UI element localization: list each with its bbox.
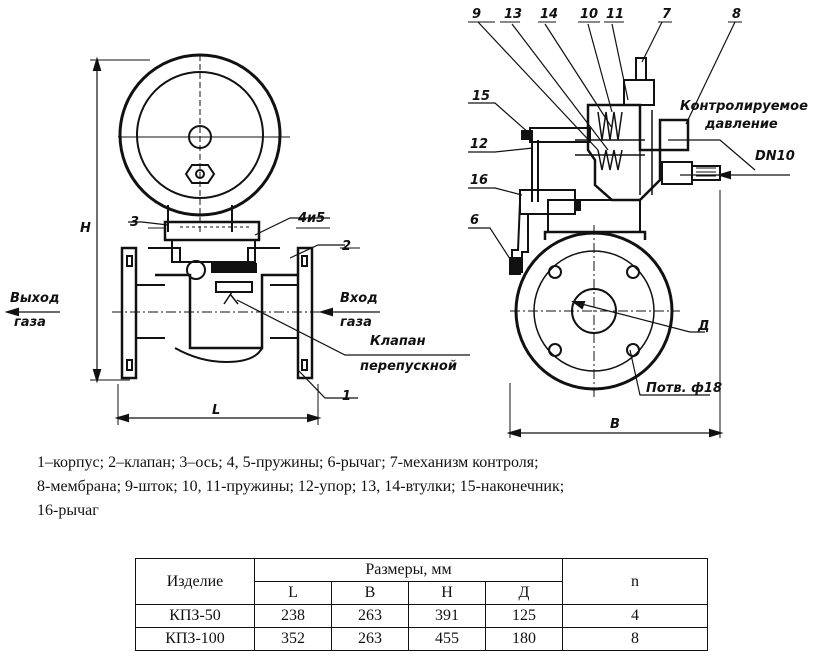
cell-H: 391	[408, 604, 486, 628]
cell-B: 263	[331, 604, 409, 628]
valve-label-line1: Клапан	[370, 334, 426, 349]
callout-6: 6	[470, 213, 479, 228]
callout-11: 11	[606, 7, 624, 22]
callout-14: 14	[540, 7, 558, 22]
header-sizes: Размеры, мм	[254, 558, 563, 582]
parts-legend: 1–корпус; 2–клапан; 3–ось; 4, 5-пружины;…	[37, 451, 797, 523]
dimension-H: H	[80, 221, 91, 236]
callout-16: 16	[470, 173, 488, 188]
right-view	[468, 21, 790, 438]
cell-H: 455	[408, 627, 486, 651]
cell-L: 352	[254, 627, 332, 651]
table-header-row: Изделие Размеры, мм n	[135, 558, 708, 605]
cell-D: 180	[485, 627, 563, 651]
legend-line: 1–корпус; 2–клапан; 3–ось; 4, 5-пружины;…	[37, 454, 539, 471]
left-view	[4, 53, 470, 425]
callout-10: 10	[580, 7, 598, 22]
subheader-L: L	[254, 581, 332, 605]
cell-D: 125	[485, 604, 563, 628]
cell-n: 4	[562, 604, 708, 628]
header-n: n	[562, 558, 708, 605]
control-pressure-line2: давление	[704, 117, 778, 132]
cell-n: 8	[562, 627, 708, 651]
callout-12: 12	[470, 137, 488, 152]
callout-7: 7	[662, 7, 672, 22]
dimension-B: B	[610, 417, 620, 432]
table-row: КПЗ-50 238 263 391 125 4	[135, 604, 708, 628]
valve-label-line2: перепускной	[360, 359, 457, 374]
callout-2: 2	[342, 239, 351, 254]
callout-15: 15	[472, 89, 490, 104]
cell-L: 238	[254, 604, 332, 628]
dial-inner	[136, 71, 264, 199]
callout-4and5: 4и5	[297, 211, 325, 226]
legend-line: 8-мембрана; 9-шток; 10, 11-пружины; 12-у…	[37, 478, 565, 495]
header-product: Изделие	[135, 558, 255, 605]
table-row: КПЗ-100 352 263 455 180 8	[135, 627, 708, 651]
callout-3: 3	[130, 215, 139, 230]
dn10-label: DN10	[755, 149, 795, 164]
table-subheader-row: L B H Д	[136, 581, 708, 605]
subheader-H: H	[408, 581, 486, 605]
callout-13: 13	[504, 7, 522, 22]
dial-nut	[184, 164, 216, 184]
outlet-label-line2: газа	[14, 315, 46, 330]
callout-1: 1	[342, 389, 351, 404]
dial-hub	[188, 125, 212, 149]
legend-line: 16-рычаг	[37, 502, 99, 519]
cell-product: КПЗ-50	[135, 604, 255, 628]
cell-B: 263	[331, 627, 409, 651]
cell-product: КПЗ-100	[135, 627, 255, 651]
callout-9: 9	[472, 7, 481, 22]
inlet-label-line2: газа	[340, 315, 372, 330]
subheader-D: Д	[485, 581, 563, 605]
control-pressure-line1: Контролируемое	[680, 99, 808, 114]
callout-8: 8	[732, 7, 741, 22]
holes-label: Потв. ф18	[646, 381, 722, 396]
dimensions-table: Изделие Размеры, мм n L B H Д КПЗ-50 238…	[135, 558, 708, 651]
technical-drawing: Выход газа Вход газа Клапан перепускной …	[4, 7, 808, 438]
inlet-label-line1: Вход	[340, 291, 378, 306]
subheader-B: B	[331, 581, 409, 605]
outlet-label-line1: Выход	[10, 291, 59, 306]
dimension-L: L	[212, 403, 220, 418]
d-label: Д	[697, 319, 710, 334]
